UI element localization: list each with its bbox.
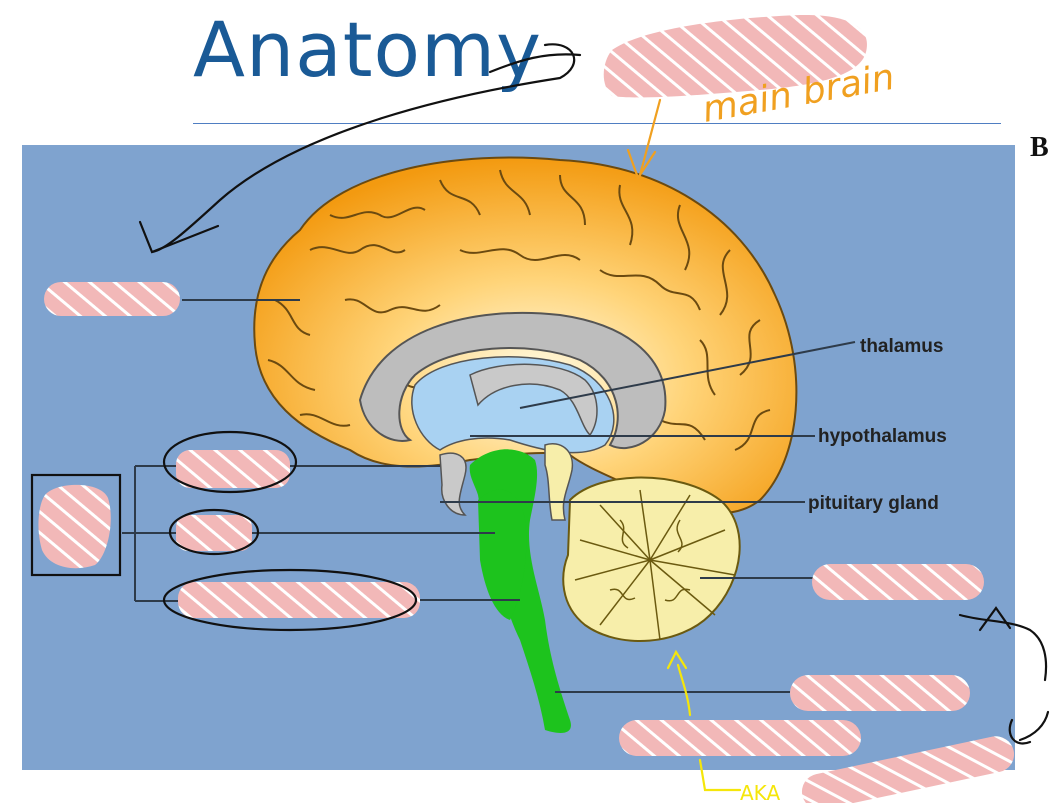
redaction-brainstem-group	[38, 484, 111, 569]
redaction-midbrain	[176, 450, 290, 488]
corpus-callosum	[358, 311, 667, 450]
arrowhead-right-bottom	[1008, 718, 1032, 745]
cortex-folds	[267, 169, 771, 451]
redaction-medulla	[178, 582, 420, 618]
box-brainstem-group	[30, 473, 122, 577]
black-ink	[30, 43, 1050, 745]
redaction-spinal-cord	[790, 675, 970, 711]
handwritten-aka: AKA	[740, 781, 780, 803]
redaction-pons	[176, 515, 252, 551]
arrowhead-yellow	[666, 649, 688, 670]
cut-off-letter: B	[1030, 132, 1049, 163]
hypothalamus-stalk	[544, 443, 574, 521]
orange-ink	[626, 98, 662, 181]
slide-title: Anatomy	[193, 5, 543, 94]
circle-midbrain	[162, 430, 298, 494]
arrowhead-right-top	[978, 606, 1012, 632]
title-strike	[488, 53, 582, 74]
arrow-right-bottom	[1018, 710, 1050, 742]
arrow-right-top	[958, 613, 1048, 682]
title-underline	[193, 123, 1001, 124]
fornix	[469, 363, 598, 437]
pons	[478, 489, 527, 620]
hook-yellow	[698, 758, 742, 792]
label-hypothalamus: hypothalamus	[818, 426, 947, 447]
label-pituitary-gland: pituitary gland	[808, 493, 939, 514]
circle-pons	[168, 508, 260, 556]
yellow-ink	[666, 649, 742, 792]
arrowhead-orange	[626, 148, 657, 181]
arrow-from-title	[150, 43, 576, 254]
arrowhead-left	[138, 220, 220, 254]
arrow-yellow	[676, 663, 692, 717]
redaction-aka-1	[619, 720, 861, 756]
redaction-cerebrum	[44, 282, 180, 316]
redaction-aka-2	[801, 736, 1015, 803]
circle-medulla	[162, 568, 418, 632]
redactions	[38, 14, 1015, 803]
redaction-cerebellum	[812, 564, 984, 600]
label-thalamus: thalamus	[860, 336, 943, 357]
arrow-orange	[638, 98, 662, 177]
redaction-title	[603, 14, 867, 98]
